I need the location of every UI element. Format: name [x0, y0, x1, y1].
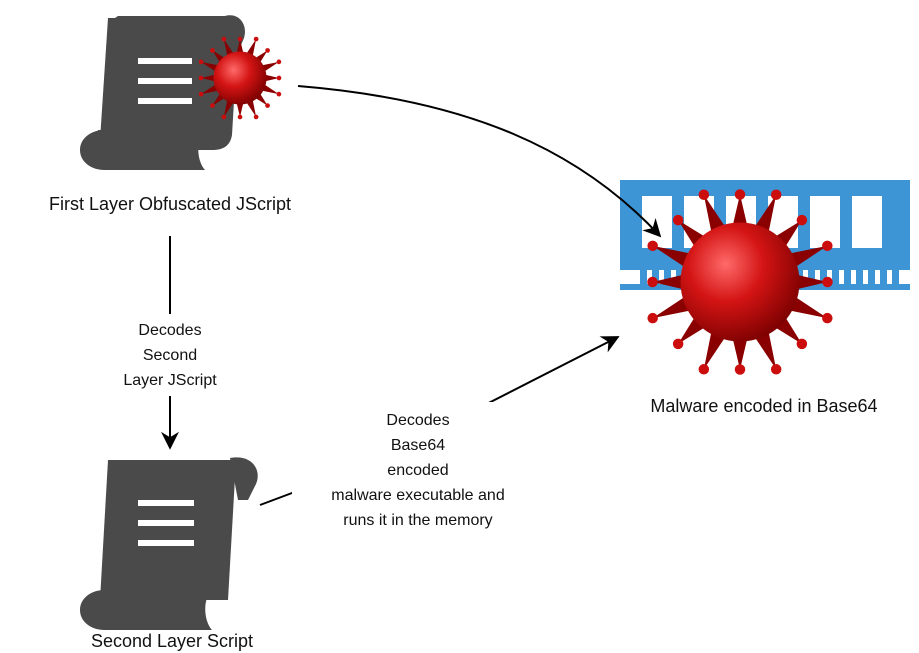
ram-pin [868, 270, 875, 290]
edge-label-line: malware executable and [331, 487, 504, 504]
ram-pin [844, 270, 851, 290]
edge-label-second-to-memory: Decodes Base64 encoded malware executabl… [331, 412, 504, 529]
arrow-first-to-memory [297, 85, 662, 238]
edge-label-line: Base64 [391, 437, 445, 454]
virus-icon [647, 189, 833, 375]
edge-label-line: Decodes [138, 322, 201, 339]
edge-label-line: Decodes [386, 412, 449, 429]
memory-label: Malware encoded in Base64 [650, 396, 877, 416]
ram-pin [880, 270, 887, 290]
first-layer-script-icon [80, 15, 246, 170]
second-layer-script-icon [80, 457, 258, 630]
ram-pin [892, 270, 899, 290]
ram-pin [856, 270, 863, 290]
virus-icon [198, 36, 282, 120]
ram-pin [832, 270, 839, 290]
edge-label-first-to-second: Decodes Second Layer JScript [123, 322, 217, 389]
first-layer-label: First Layer Obfuscated JScript [49, 194, 291, 214]
edge-label-line: encoded [387, 462, 448, 479]
edge-label-line: Layer JScript [123, 372, 217, 389]
edge-label-line: Second [143, 347, 197, 364]
second-layer-label: Second Layer Script [91, 631, 253, 651]
edge-label-line: runs it in the memory [343, 512, 492, 529]
ram-pin [640, 270, 647, 290]
